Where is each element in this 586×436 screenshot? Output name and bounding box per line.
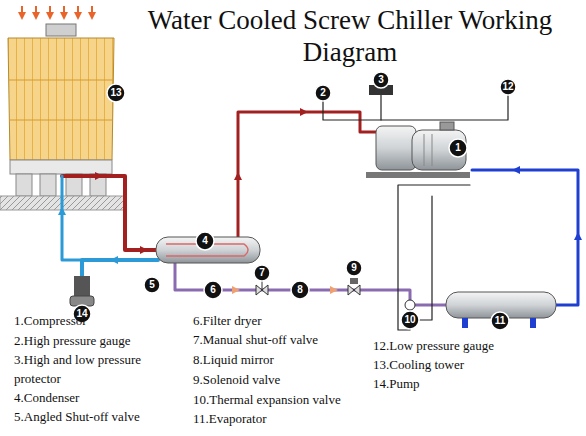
callout-number: 7	[250, 264, 274, 282]
part-name: 4.Condenser	[14, 388, 79, 407]
part-name: 8.Liquid mirror	[193, 350, 274, 369]
callout-number: 1	[446, 139, 470, 157]
callout-number: 6	[201, 281, 225, 299]
callout-number: 4	[193, 232, 217, 250]
flow-arrows	[58, 108, 582, 302]
part-name: 2.High pressure gauge	[14, 331, 131, 350]
callout-number: 9	[342, 259, 366, 277]
part-name: 13.Cooling tower	[373, 355, 464, 374]
callout-number: 5	[140, 276, 164, 294]
callout-number: 13	[104, 84, 128, 102]
heat-arrows	[18, 6, 96, 20]
gauges	[316, 80, 515, 100]
part-name: 5.Angled Shut-off valve	[14, 407, 140, 426]
part-name: 10.Thermal expansion valve	[193, 390, 341, 409]
part-name: 9.Solenoid valve	[193, 370, 280, 389]
part-name: 7.Manual shut-off valve	[193, 330, 318, 349]
diagram-title: Water Cooled Screw Chiller Working Diagr…	[120, 4, 580, 68]
callout-number: 3	[369, 71, 393, 89]
part-name: 3.High and low pressure protector	[14, 350, 174, 388]
part-name: 11.Evaporator	[193, 409, 267, 428]
part-name: 1.Compressor	[14, 311, 87, 330]
callout-number: 12	[496, 78, 520, 96]
valves	[146, 278, 415, 310]
callout-circles	[73, 72, 516, 330]
callout-number: 10	[398, 311, 422, 329]
part-name: 14.Pump	[373, 374, 420, 393]
pump	[70, 276, 94, 306]
callout-number: 8	[288, 281, 312, 299]
callout-number: 11	[488, 312, 512, 330]
pipes	[62, 90, 578, 330]
part-name: 6.Filter dryer	[193, 311, 262, 330]
compressor	[366, 122, 470, 178]
part-name: 12.Low pressure gauge	[373, 336, 494, 355]
callout-number: 2	[311, 84, 335, 102]
